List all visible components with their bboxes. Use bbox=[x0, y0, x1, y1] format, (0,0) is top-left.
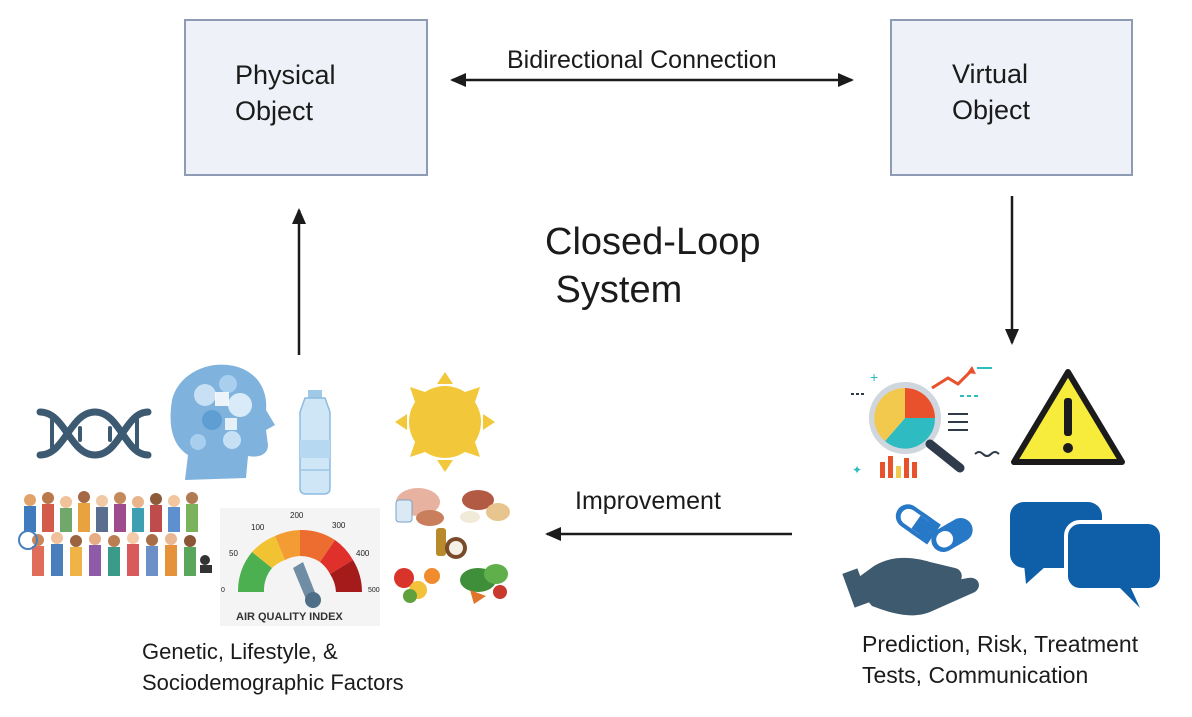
aqi-tick-300: 300 bbox=[332, 521, 346, 530]
aqi-tick-50: 50 bbox=[229, 549, 238, 558]
improvement-label: Improvement bbox=[575, 487, 721, 515]
virtual-object-box bbox=[890, 19, 1133, 176]
connection-label: Bidirectional Connection bbox=[507, 46, 777, 74]
water-bottle-icon bbox=[299, 390, 331, 495]
physical-object-box bbox=[184, 19, 428, 176]
chat-bubbles-icon bbox=[1010, 502, 1164, 608]
aqi-tick-400: 400 bbox=[356, 549, 370, 558]
aqi-tick-200: 200 bbox=[290, 511, 304, 520]
aqi-tick-0: 0 bbox=[221, 587, 225, 594]
virtual-object-label: Virtual Object bbox=[952, 59, 1031, 125]
svg-text:✦: ✦ bbox=[852, 463, 862, 477]
air-quality-gauge-icon: 0 50 100 200 300 400 500 AIR QUALITY IND… bbox=[220, 508, 380, 626]
hand-pills-icon bbox=[842, 504, 979, 616]
aqi-tick-500: 500 bbox=[368, 587, 380, 594]
factors-label: Genetic, Lifestyle, & Sociodemographic F… bbox=[142, 639, 404, 695]
aqi-tick-100: 100 bbox=[251, 523, 265, 532]
aqi-title: AIR QUALITY INDEX bbox=[236, 611, 343, 623]
center-title: Closed-Loop System bbox=[545, 221, 761, 311]
physical-object-label: Physical Object bbox=[235, 60, 336, 126]
brain-puzzle-icon bbox=[170, 364, 275, 480]
outcomes-label: Prediction, Risk, Treatment Tests, Commu… bbox=[862, 631, 1139, 688]
analytics-magnifier-icon: + ✦ bbox=[851, 366, 1000, 478]
sun-icon bbox=[395, 372, 495, 472]
warning-icon bbox=[1011, 369, 1125, 465]
dna-icon bbox=[36, 408, 152, 459]
svg-text:+: + bbox=[870, 369, 878, 385]
food-icon bbox=[387, 486, 515, 606]
crowd-icon bbox=[18, 491, 215, 592]
